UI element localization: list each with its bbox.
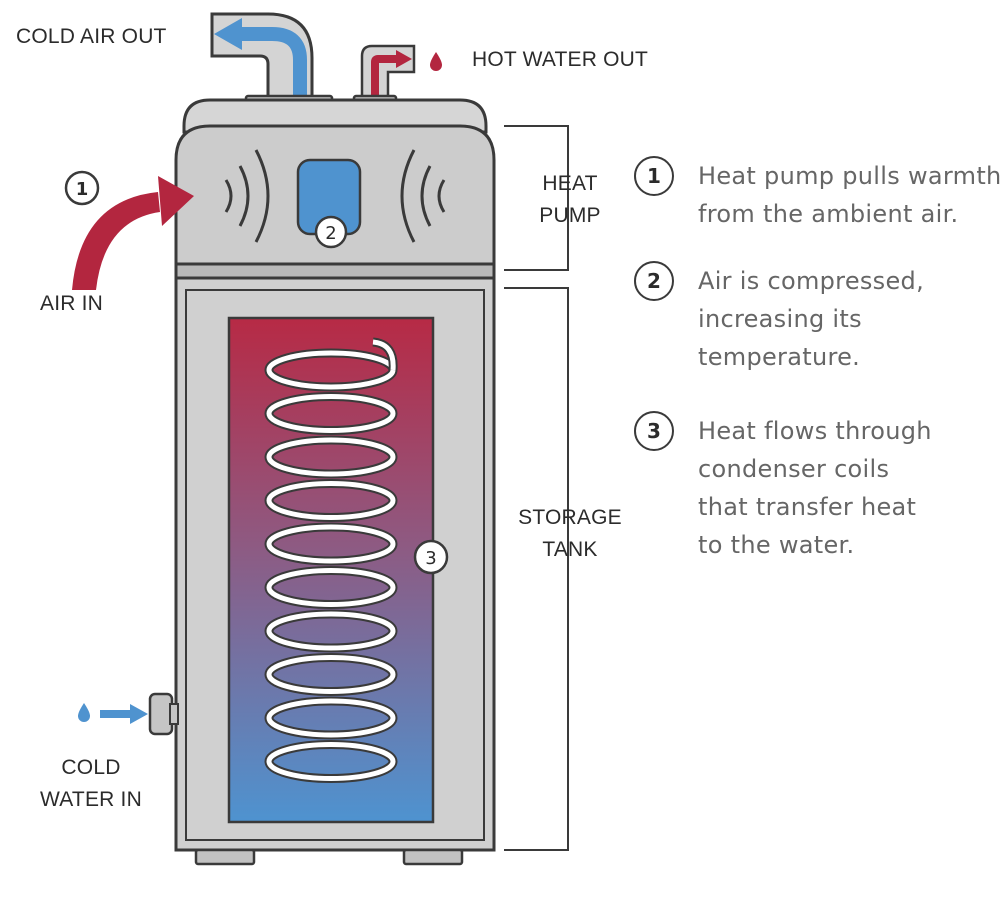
coil-loop	[266, 698, 396, 738]
legend-text-3: Heat flows through condenser coils that …	[698, 412, 932, 564]
label-cold-water-in-line-2: WATER IN	[40, 788, 142, 811]
legend-text-1: Heat pump pulls warmth from the ambient …	[698, 157, 1000, 233]
coil-loop	[266, 742, 396, 781]
legend-text-3-line-3: that transfer heat	[698, 493, 917, 521]
storage-tank-bracket	[504, 287, 569, 851]
coil-loop	[266, 437, 396, 477]
heat-pump-bracket	[504, 125, 569, 271]
legend-text-1-line-2: from the ambient air.	[698, 200, 959, 228]
legend-text-3-line-2: condenser coils	[698, 455, 890, 483]
heat-pump-unit	[174, 98, 496, 280]
legend-text-2: Air is compressed, increasing its temper…	[698, 262, 924, 376]
hot-water-out-pipe	[352, 44, 442, 108]
legend-text-2-line-1: Air is compressed,	[698, 267, 925, 295]
marker-3: 3	[413, 539, 449, 575]
cold-water-drop-icon	[78, 703, 90, 722]
coil-loop	[266, 394, 396, 433]
label-cold-air-out: COLD AIR OUT	[16, 25, 167, 48]
marker-2: 2	[314, 215, 348, 249]
label-storage-tank-line-1: STORAGE	[518, 506, 622, 529]
label-heat-pump: HEAT PUMP	[516, 168, 624, 232]
label-cold-water-in-line-1: COLD	[61, 756, 121, 779]
coil-loop	[266, 524, 396, 564]
label-heat-pump-line-2: PUMP	[539, 204, 601, 227]
legend-item-3: 3 Heat flows through condenser coils tha…	[634, 411, 932, 564]
legend-text-3-line-1: Heat flows through	[698, 417, 932, 445]
legend-text-1-line-1: Heat pump pulls warmth	[698, 162, 1000, 190]
legend-item-1: 1 Heat pump pulls warmth from the ambien…	[634, 156, 1000, 233]
svg-text:1: 1	[76, 179, 89, 200]
hot-water-drop-icon	[430, 52, 442, 71]
legend-number-2: 2	[634, 261, 674, 301]
legend-text-3-line-4: to the water.	[698, 531, 855, 559]
legend-number-3: 3	[634, 411, 674, 451]
condenser-coil	[264, 337, 398, 783]
coil-loop	[266, 655, 396, 694]
tank-foot-left	[194, 848, 256, 866]
air-in-arrow	[72, 176, 194, 290]
legend-item-2: 2 Air is compressed, increasing its temp…	[634, 261, 924, 376]
legend-text-2-line-3: temperature.	[698, 343, 861, 371]
coil-loop	[266, 481, 396, 520]
legend-text-2-line-2: increasing its	[698, 305, 862, 333]
storage-tank	[174, 276, 496, 866]
marker-1: 1	[64, 170, 100, 206]
label-heat-pump-line-1: HEAT	[542, 172, 598, 195]
svg-text:3: 3	[425, 548, 436, 569]
label-air-in: AIR IN	[40, 292, 104, 315]
cold-water-in-pipe	[78, 692, 179, 736]
label-storage-tank-line-2: TANK	[542, 538, 598, 561]
coil-tail	[372, 339, 396, 371]
label-hot-water-out: HOT WATER OUT	[472, 48, 649, 71]
svg-text:2: 2	[325, 223, 336, 244]
legend-number-1: 1	[634, 156, 674, 196]
label-storage-tank: STORAGE TANK	[508, 502, 632, 566]
coil-loop	[266, 568, 396, 607]
cold-air-out-pipe	[210, 12, 334, 110]
label-cold-water-in: COLD WATER IN	[28, 752, 154, 816]
tank-foot-right	[402, 848, 464, 866]
coil-loop	[266, 611, 396, 651]
